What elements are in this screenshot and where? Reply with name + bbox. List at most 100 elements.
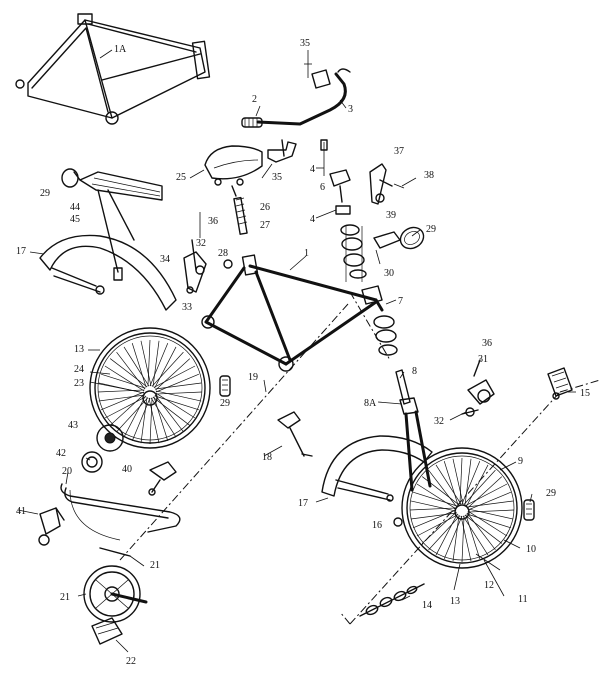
brake-lever [369,163,405,205]
rear-fender [39,234,177,311]
spoke [460,515,472,562]
label-17b: 17 [298,498,308,509]
label-26: 26 [260,202,270,213]
spoke [413,491,458,507]
spoke [116,351,146,390]
spoke [123,395,146,438]
label-15: 15 [580,388,590,399]
spoke [464,514,503,544]
label-29b: 29 [40,188,50,199]
spoke [465,483,508,506]
spoke [467,500,514,508]
chain-20 [60,483,181,541]
spoke [153,396,169,441]
spoke [443,515,463,559]
rear-derailleur-41 [38,507,65,546]
label-34: 34 [160,254,170,265]
label-29c: 29 [220,398,230,409]
handlebar [241,50,351,128]
spoke [101,391,145,411]
label-4a: 4 [310,164,315,175]
spoke [148,397,160,444]
spoke [466,464,489,507]
spoke [104,396,147,419]
label-6: 6 [320,182,325,193]
pedal-22 [91,617,123,645]
label-41: 41 [16,506,26,517]
spoke [123,346,150,387]
spoke [461,515,465,563]
derailleur-40 [148,461,177,496]
label-22: 22 [126,656,136,667]
spoke [155,373,199,393]
label-17a: 17 [16,246,26,257]
label-28: 28 [218,248,228,259]
label-30: 30 [384,268,394,279]
spoke [153,365,196,388]
front-wheel [401,447,523,569]
label-32a: 32 [196,238,206,249]
spoke [147,339,151,387]
spoke [98,394,145,402]
label-9: 9 [518,456,523,467]
spoke [467,508,514,520]
spoke [421,476,460,506]
spoke [462,515,489,556]
spoke [155,358,191,391]
spoke [97,389,145,393]
seat-25 [204,145,263,197]
label-1a: 1A [114,44,127,55]
spoke [467,491,511,511]
spoke [463,469,496,505]
spoke [154,395,199,411]
frame-1a [15,13,211,125]
spoke [452,458,464,505]
spoke [459,457,463,505]
front-caliper [461,359,495,417]
spoke [155,382,202,390]
spoke [131,343,147,388]
spoke [428,515,461,551]
rear-wheel [89,327,211,449]
label-3: 3 [348,104,353,115]
spoke [467,509,515,513]
label-12: 12 [484,580,494,591]
spoke [465,514,481,559]
spoke [452,515,460,562]
label-8: 8 [412,366,417,377]
grip-15 [547,367,573,400]
rear-reflector [219,375,231,397]
rear-rack [61,168,163,281]
label-1: 1 [304,248,309,259]
spoke [154,346,177,389]
spoke [435,464,462,505]
crankset-21 [83,547,148,623]
label-18: 18 [262,452,272,463]
spoke [149,397,153,445]
front-reflector [373,226,425,250]
label-11: 11 [518,594,528,605]
spoke [416,483,457,510]
label-36b: 36 [482,338,492,349]
label-14: 14 [422,600,432,611]
label-20: 20 [62,466,72,477]
label-29a: 29 [426,224,436,235]
label-25: 25 [176,172,186,183]
headset-stack [320,139,398,356]
label-35a: 35 [300,38,310,49]
hub-nut-16 [393,517,403,527]
label-45: 45 [70,214,80,225]
spoke [149,343,169,387]
leader-lines [17,49,576,653]
spoke [467,476,503,509]
spoke [155,392,196,419]
spoke [155,391,203,395]
spoke [410,500,457,512]
spoke [116,397,149,433]
spoke [443,461,459,506]
label-21a: 21 [150,560,160,571]
stem-35 [267,139,297,163]
label-13b: 13 [450,596,460,607]
spoke [155,390,202,402]
seat-post [233,196,248,235]
